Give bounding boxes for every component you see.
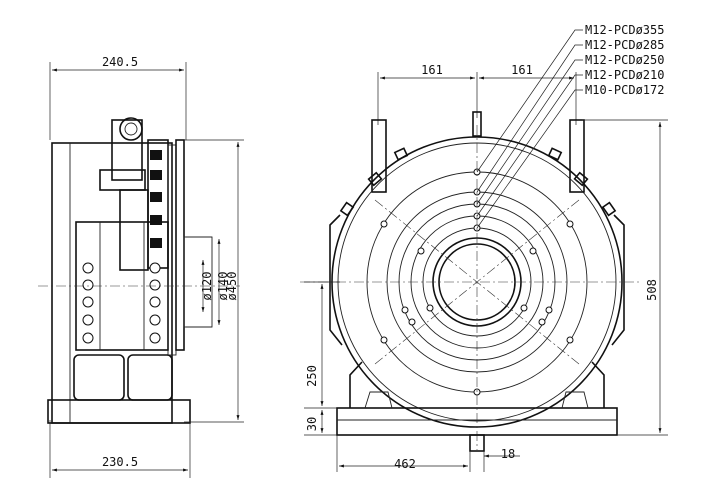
callout-m12-pcd285: M12-PCDø285 [585, 38, 664, 52]
top-stud [472, 111, 482, 137]
side-dim-top: 240.5 [102, 55, 138, 69]
hole-callouts: M12-PCDø355 M12-PCDø285 M12-PCDø250 M12-… [585, 23, 664, 97]
front-dim-width: 462 [394, 457, 416, 471]
side-dim-phi450: ø450 [225, 272, 239, 301]
side-view: 240.5 230.5 [38, 55, 244, 478]
side-dim-bottom: 230.5 [102, 455, 138, 469]
front-dim-right: 161 [511, 63, 533, 77]
side-dim-phi140: ø140 [216, 272, 230, 301]
front-dim-height: 508 [645, 279, 659, 301]
callout-m12-pcd355: M12-PCDø355 [585, 23, 664, 37]
callout-m10-pcd172: M10-PCDø172 [585, 83, 664, 97]
side-dim-phi120: ø120 [200, 272, 214, 301]
front-dim-left: 161 [421, 63, 443, 77]
front-view: 161 161 [300, 29, 668, 472]
front-dim-center-height: 250 [305, 365, 319, 387]
front-dim-key: 18 [501, 447, 515, 461]
side-base [47, 399, 191, 424]
callout-m12-pcd250: M12-PCDø250 [585, 53, 664, 67]
callout-m12-pcd210: M12-PCDø210 [585, 68, 664, 82]
front-dim-base: 30 [305, 417, 319, 431]
